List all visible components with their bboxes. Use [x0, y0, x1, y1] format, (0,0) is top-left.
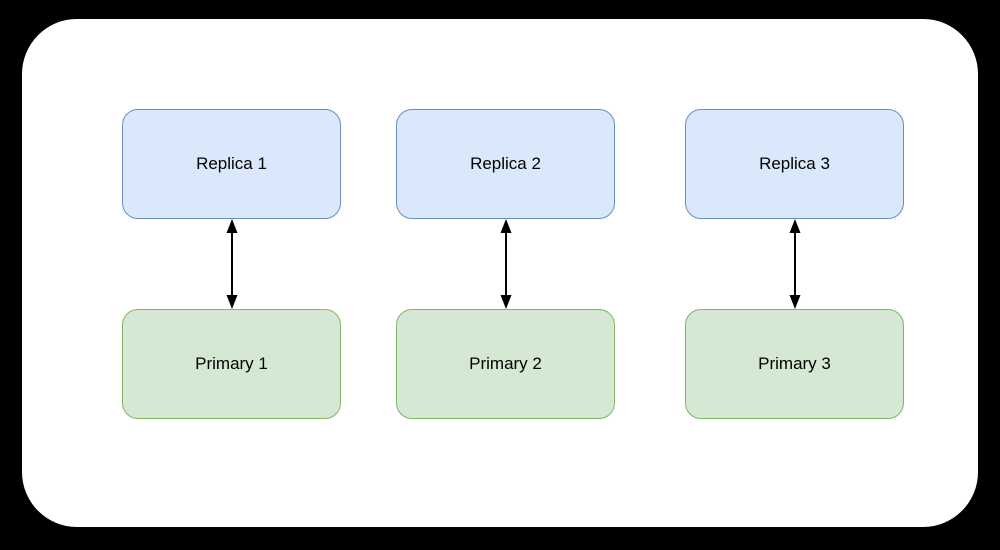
connector-replica1-primary1 — [221, 219, 243, 309]
diagram-column-1: Replica 1 Primary 1 — [122, 109, 341, 419]
node-primary-1-label: Primary 1 — [195, 354, 268, 373]
node-replica-3: Replica 3 — [685, 109, 904, 219]
node-replica-1-label: Replica 1 — [196, 154, 267, 173]
diagram-column-2: Replica 2 Primary 2 — [396, 109, 615, 419]
diagram-column-3: Replica 3 Primary 3 — [685, 109, 904, 419]
node-primary-2-label: Primary 2 — [469, 354, 542, 373]
node-primary-3: Primary 3 — [685, 309, 904, 419]
connector-replica3-primary3 — [784, 219, 806, 309]
node-primary-2: Primary 2 — [396, 309, 615, 419]
connector-replica2-primary2 — [495, 219, 517, 309]
bidirectional-arrow-icon — [226, 219, 238, 309]
bidirectional-arrow-icon — [500, 219, 512, 309]
node-replica-1: Replica 1 — [122, 109, 341, 219]
node-replica-2: Replica 2 — [396, 109, 615, 219]
node-primary-3-label: Primary 3 — [758, 354, 831, 373]
diagram-canvas: Replica 1 Primary 1 Replica 2 — [22, 19, 978, 527]
node-replica-2-label: Replica 2 — [470, 154, 541, 173]
bidirectional-arrow-icon — [789, 219, 801, 309]
node-primary-1: Primary 1 — [122, 309, 341, 419]
node-replica-3-label: Replica 3 — [759, 154, 830, 173]
